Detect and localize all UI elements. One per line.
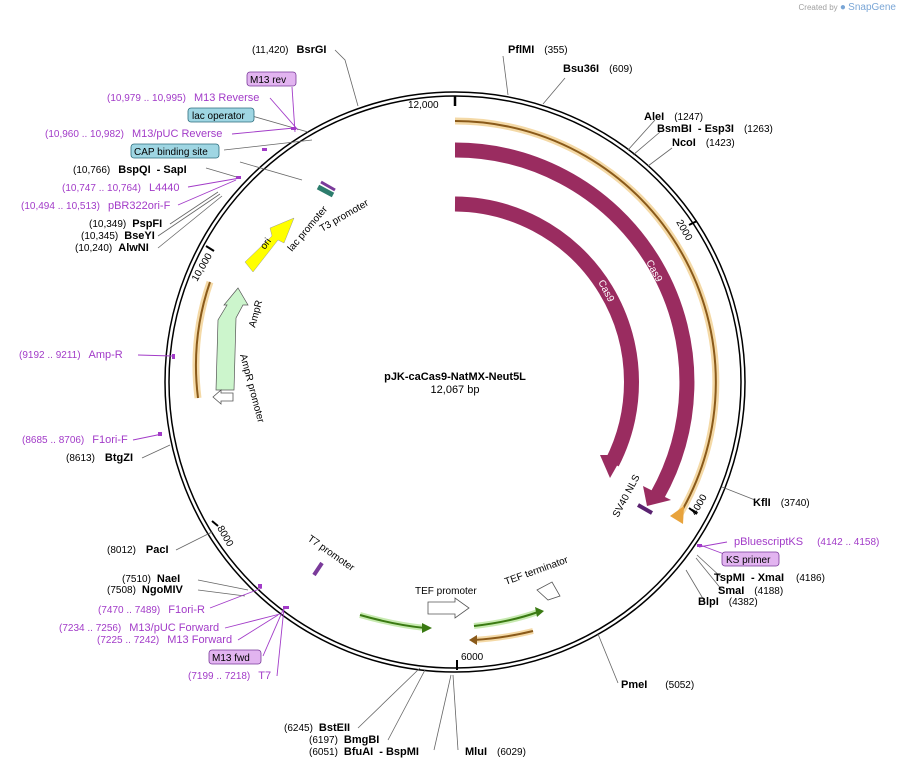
tick-label-6000: 6000 <box>461 652 484 663</box>
orf-arc-right-head <box>670 506 684 524</box>
ampr-promoter-arrow <box>212 389 234 405</box>
primer-m13-puc-reverse: (10,960 .. 10,982)M13/pUC Reverse <box>45 128 222 140</box>
sv40-nls-mark <box>637 503 653 515</box>
box-m13-fwd: M13 fwd <box>212 653 250 664</box>
t7-promoter-label: T7 promoter <box>305 533 356 574</box>
plasmid-length: 12,067 bp <box>431 384 480 396</box>
box-lac-operator: lac operator <box>192 111 245 122</box>
natmx-arrow-1-core <box>359 614 426 629</box>
site-ncoi: NcoI(1423) <box>672 137 735 149</box>
site-pmei: PmeI(5052) <box>621 679 694 691</box>
site-bfuai: (6051)BfuAI- BspMI <box>309 746 419 758</box>
snapgene-logo-icon: ● <box>839 2 846 13</box>
natmx-arrow-3-head <box>469 635 477 645</box>
primer-m13-reverse: (10,979 .. 10,995)M13 Reverse <box>107 92 259 104</box>
site-bsteii: (6245)BstEII <box>284 722 350 734</box>
primer-labels: (10,979 .. 10,995)M13 Reverse (10,960 ..… <box>19 92 879 682</box>
tick-label-12000: 12,000 <box>408 100 439 111</box>
site-pflmi: PflMI(355) <box>508 44 568 56</box>
site-tspmi: TspMI- XmaI(4186) <box>714 572 825 584</box>
box-cap-binding-site: CAP binding site <box>134 147 208 158</box>
ori-arrow <box>244 217 295 273</box>
primer-pbr322ori-f: (10,494 .. 10,513)pBR322ori-F <box>21 200 171 212</box>
site-naei: (7510)NaeI <box>122 573 180 585</box>
site-ngomiv: (7508)NgoMIV <box>107 584 184 596</box>
primer-m13-puc-forward: (7234 .. 7256)M13/pUC Forward <box>59 622 219 634</box>
natmx-arrow-2-core <box>473 611 539 627</box>
primer-t7: (7199 .. 7218)T7 <box>188 670 271 682</box>
site-bmgbi: (6197)BmgBI <box>309 734 379 746</box>
site-paci: (8012)PacI <box>107 544 169 556</box>
orf-arc-right-core <box>454 120 717 515</box>
cas9-arrowhead-outer <box>643 486 671 506</box>
tick-label-8000: 8000 <box>214 524 235 549</box>
primer-leaders <box>132 86 733 677</box>
natmx-arrow-3-core <box>473 630 534 641</box>
site-bspqi: (10,766)BspQI- SapI <box>73 164 187 176</box>
primer-amp-r: (9192 .. 9211)Amp-R <box>19 349 123 361</box>
tef-promoter-label: TEF promoter <box>415 586 477 597</box>
site-bsrgi: (11,420)BsrGI <box>252 44 326 56</box>
credit-text: Created by <box>798 3 838 12</box>
site-blpi: BlpI(4382) <box>698 596 758 608</box>
tef-terminator-arrow <box>536 581 561 601</box>
site-alwni: (10,240)AlwNI <box>75 242 149 254</box>
primer-l4440: (10,747 .. 10,764)L4440 <box>62 182 180 194</box>
primer-marks <box>158 127 702 609</box>
cas9-arrowhead-inner <box>600 455 623 478</box>
tef-promoter-arrow <box>427 597 470 619</box>
site-kfli: KflI(3740) <box>753 497 810 509</box>
ori-label: ori <box>258 236 273 251</box>
natmx-arrow-1-head <box>422 623 432 633</box>
site-bsu36i: Bsu36I(609) <box>563 63 632 75</box>
boxed-labels: M13 rev lac operator CAP binding site M1… <box>130 71 780 665</box>
plasmid-name: pJK-caCas9-NatMX-Neut5L <box>384 371 526 383</box>
ampr-label: AmpR <box>247 299 265 329</box>
site-labels: (11,420)BsrGI PflMI(355) Bsu36I(609) Ale… <box>66 44 825 758</box>
ampr-promoter-label: AmpR promoter <box>237 353 266 425</box>
credit-app: SnapGene <box>848 2 896 13</box>
sv40-nls-label: SV40 NLS <box>611 473 643 520</box>
site-btgzi: (8613)BtgZI <box>66 452 133 464</box>
primer-f1ori-f: (8685 .. 8706)F1ori-F <box>22 434 128 446</box>
t3-promoter-mark <box>320 180 336 192</box>
site-smai: SmaI(4188) <box>718 585 783 597</box>
snapgene-credit: Created by ● SnapGene <box>799 2 896 13</box>
primer-f1ori-r: (7470 .. 7489)F1ori-R <box>98 604 205 616</box>
orf-arc-left-core <box>195 281 211 399</box>
ampr-arrow <box>215 287 249 391</box>
site-bsmbi: BsmBI- Esp3I(1263) <box>657 123 773 135</box>
lac-promoter-mark <box>316 184 335 198</box>
primer-m13-forward: (7225 .. 7242)M13 Forward <box>97 634 232 646</box>
cas9-arc-inner <box>454 196 639 467</box>
natmx-arrow-2-head <box>535 607 544 617</box>
site-pspfi: (10,349)PspFI <box>89 218 162 230</box>
site-alei: AleI(1247) <box>644 111 703 123</box>
box-ks-primer: KS primer <box>726 555 771 566</box>
site-mlui: MluI(6029) <box>465 746 526 758</box>
primer-pbluescriptks: pBluescriptKS(4142 .. 4158) <box>734 536 879 548</box>
site-bseyi: (10,345)BseYI <box>81 230 155 242</box>
leader-lines <box>141 49 756 751</box>
cas9-arc-outer <box>454 142 695 500</box>
t7-promoter-mark <box>312 561 324 577</box>
box-m13-rev: M13 rev <box>250 75 286 86</box>
tef-terminator-label: TEF terminator <box>503 554 570 587</box>
